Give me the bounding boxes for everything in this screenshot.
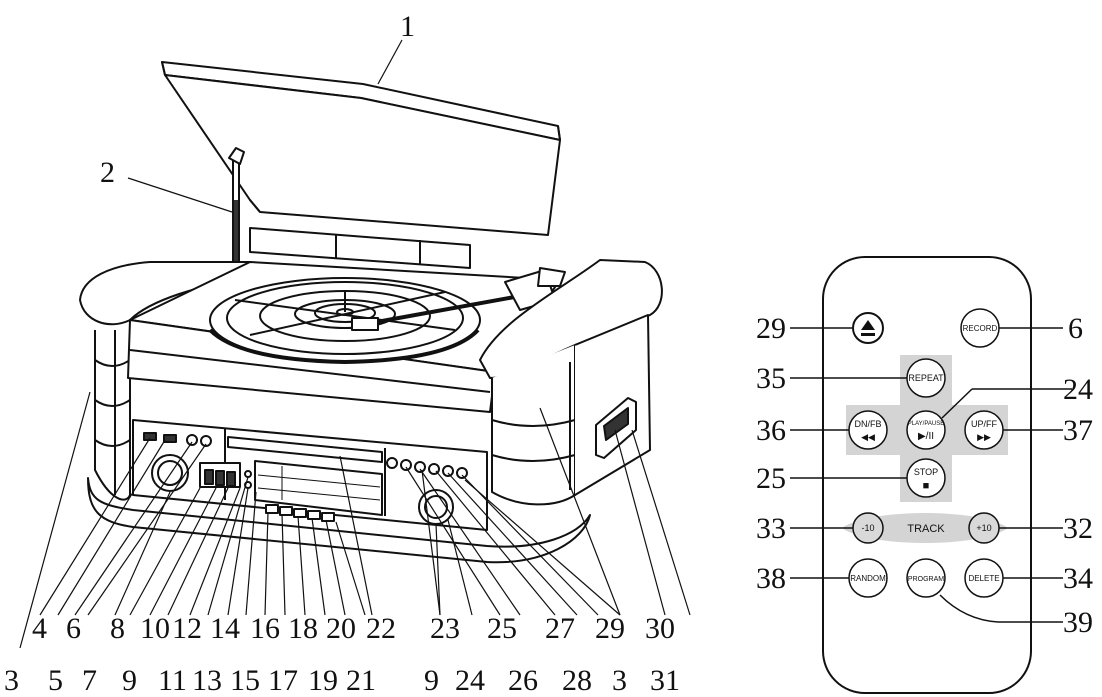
stop-button[interactable]: STOP ■ [906, 458, 946, 498]
left-cabinet [79, 261, 251, 501]
callout-25: 25 [487, 612, 517, 645]
delete-label: DELETE [968, 574, 999, 583]
remote-callout-6: 6 [1068, 312, 1083, 345]
callout-23: 23 [430, 612, 460, 645]
remote-callout-38: 38 [756, 562, 786, 595]
dn-fb-label: DN/FB [855, 419, 882, 429]
callout-2: 2 [100, 156, 115, 189]
remote-callout-24: 24 [1063, 373, 1093, 406]
minus10-button[interactable]: -10 [852, 512, 884, 544]
callout-18: 18 [288, 612, 318, 645]
callout-31: 31 [650, 664, 680, 697]
eject-button[interactable] [852, 312, 884, 344]
unit-leader-lines [19, 39, 691, 649]
remote-callout-25: 25 [756, 462, 786, 495]
dn-fb-button[interactable]: DN/FB ◀◀ [848, 410, 888, 450]
random-button[interactable]: RANDOM [848, 558, 888, 598]
delete-button[interactable]: DELETE [964, 558, 1004, 598]
right-cabinet [479, 259, 663, 506]
remote-callout-37: 37 [1063, 414, 1093, 447]
callout-3-right: 3 [612, 664, 627, 697]
remote-callout-36: 36 [756, 414, 786, 447]
unit-callouts: 1 2 4 6 8 10 12 14 16 18 20 22 23 25 27 … [4, 10, 680, 697]
remote-control: RECORD REPEAT PLAY/PAUSE ▶/II DN/FB ◀◀ U… [822, 256, 1032, 694]
program-button[interactable]: PROGRAM [906, 558, 946, 598]
callout-8: 8 [110, 612, 125, 645]
turntable-unit [79, 61, 663, 564]
lid [161, 61, 561, 236]
lid-support [228, 147, 245, 281]
callout-1: 1 [400, 10, 415, 43]
play-pause-button[interactable]: PLAY/PAUSE ▶/II [906, 410, 946, 450]
callout-7: 7 [82, 664, 97, 697]
eject-icon [861, 320, 875, 330]
callout-26: 26 [508, 664, 538, 697]
callout-17: 17 [268, 664, 298, 697]
callout-11: 11 [158, 664, 187, 697]
random-label: RANDOM [850, 574, 886, 583]
remote-callouts: 29 6 35 24 36 37 25 33 32 38 34 39 [756, 312, 1093, 639]
callout-19: 19 [308, 664, 338, 697]
callout-3-left: 3 [4, 664, 19, 697]
callout-10: 10 [140, 612, 170, 645]
platter [208, 277, 481, 364]
minus10-label: -10 [861, 523, 874, 533]
callout-24: 24 [455, 664, 485, 697]
plus10-label: +10 [976, 523, 991, 533]
callout-9-left: 9 [122, 664, 137, 697]
callout-16: 16 [250, 612, 280, 645]
callout-21: 21 [346, 664, 376, 697]
callout-20: 20 [326, 612, 356, 645]
callout-15: 15 [230, 664, 260, 697]
remote-callout-32: 32 [1063, 512, 1093, 545]
callout-29: 29 [595, 612, 625, 645]
remote-callout-33: 33 [756, 512, 786, 545]
remote-callout-34: 34 [1063, 562, 1093, 595]
base [87, 477, 591, 564]
up-ff-label: UP/FF [971, 419, 998, 429]
callout-4: 4 [32, 612, 47, 645]
remote-leader-lines [790, 327, 1072, 623]
program-label: PROGRAM [908, 576, 944, 583]
track-label: TRACK [907, 523, 945, 535]
track-bar-background [842, 513, 1008, 543]
repeat-button[interactable]: REPEAT [906, 358, 946, 398]
callout-14: 14 [210, 612, 240, 645]
callout-13: 13 [192, 664, 222, 697]
play-pause-icon: ▶/II [918, 431, 934, 442]
side-jack [595, 397, 637, 459]
record-label: RECORD [963, 324, 998, 333]
stop-icon: ■ [923, 480, 930, 492]
callout-28: 28 [562, 664, 592, 697]
callout-27: 27 [545, 612, 575, 645]
fast-forward-icon: ▶▶ [977, 432, 991, 442]
up-ff-button[interactable]: UP/FF ▶▶ [964, 410, 1004, 450]
plus10-button[interactable]: +10 [968, 512, 1000, 544]
callout-5: 5 [48, 664, 63, 697]
callout-9-right: 9 [424, 664, 439, 697]
play-pause-label: PLAY/PAUSE [908, 421, 944, 427]
callout-22: 22 [366, 612, 396, 645]
rewind-icon: ◀◀ [861, 432, 875, 442]
callout-12: 12 [172, 612, 202, 645]
callout-6: 6 [66, 612, 81, 645]
stop-label: STOP [914, 467, 938, 477]
callout-30: 30 [645, 612, 675, 645]
remote-callout-39: 39 [1063, 606, 1093, 639]
remote-callout-35: 35 [756, 362, 786, 395]
record-button[interactable]: RECORD [960, 308, 1000, 348]
remote-callout-29: 29 [756, 312, 786, 345]
repeat-label: REPEAT [908, 373, 944, 383]
